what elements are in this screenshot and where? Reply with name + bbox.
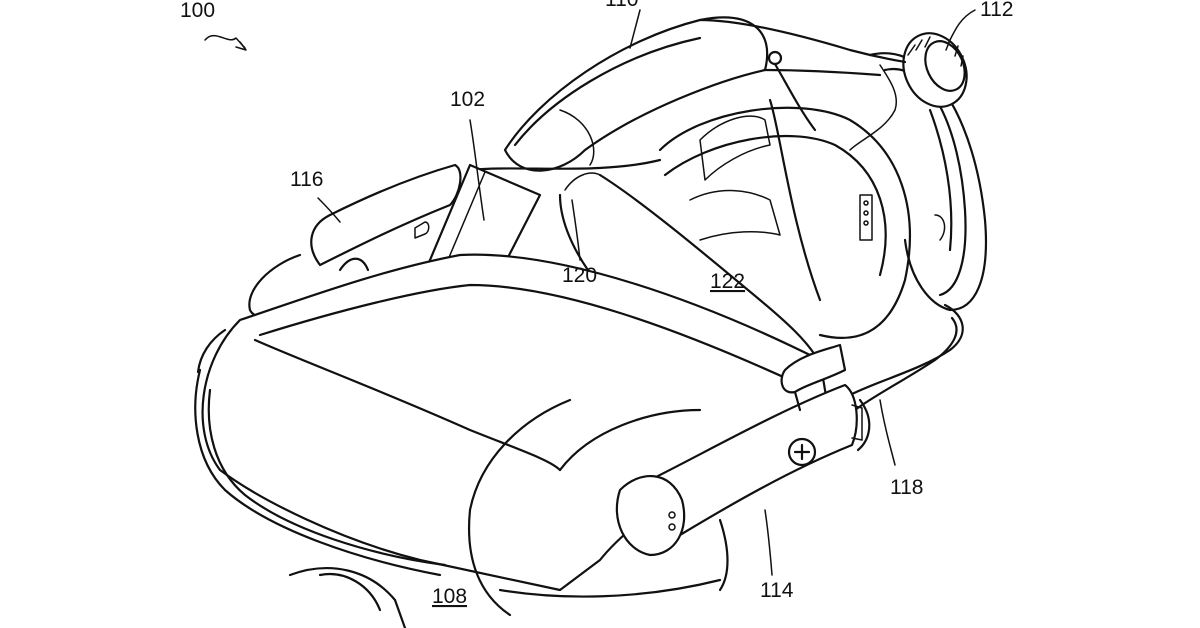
label-110: 110 <box>605 0 638 11</box>
side-cable <box>848 64 964 452</box>
right-side-arm <box>615 343 863 557</box>
label-120: 120 <box>562 264 597 287</box>
label-112: 112 <box>980 0 1013 21</box>
leader-lines <box>204 9 976 576</box>
label-118: 118 <box>890 476 923 499</box>
rear-dial <box>868 32 987 312</box>
label-122: 122 <box>710 270 745 293</box>
rear-cradle <box>658 98 911 339</box>
top-strap <box>503 16 907 172</box>
reference-labels: 100 110 112 102 116 120 122 118 114 108 <box>180 0 1013 608</box>
label-116: 116 <box>290 168 323 191</box>
label-102: 102 <box>450 88 485 111</box>
label-100: 100 <box>180 0 215 22</box>
label-114: 114 <box>760 579 794 602</box>
label-108: 108 <box>432 585 467 608</box>
